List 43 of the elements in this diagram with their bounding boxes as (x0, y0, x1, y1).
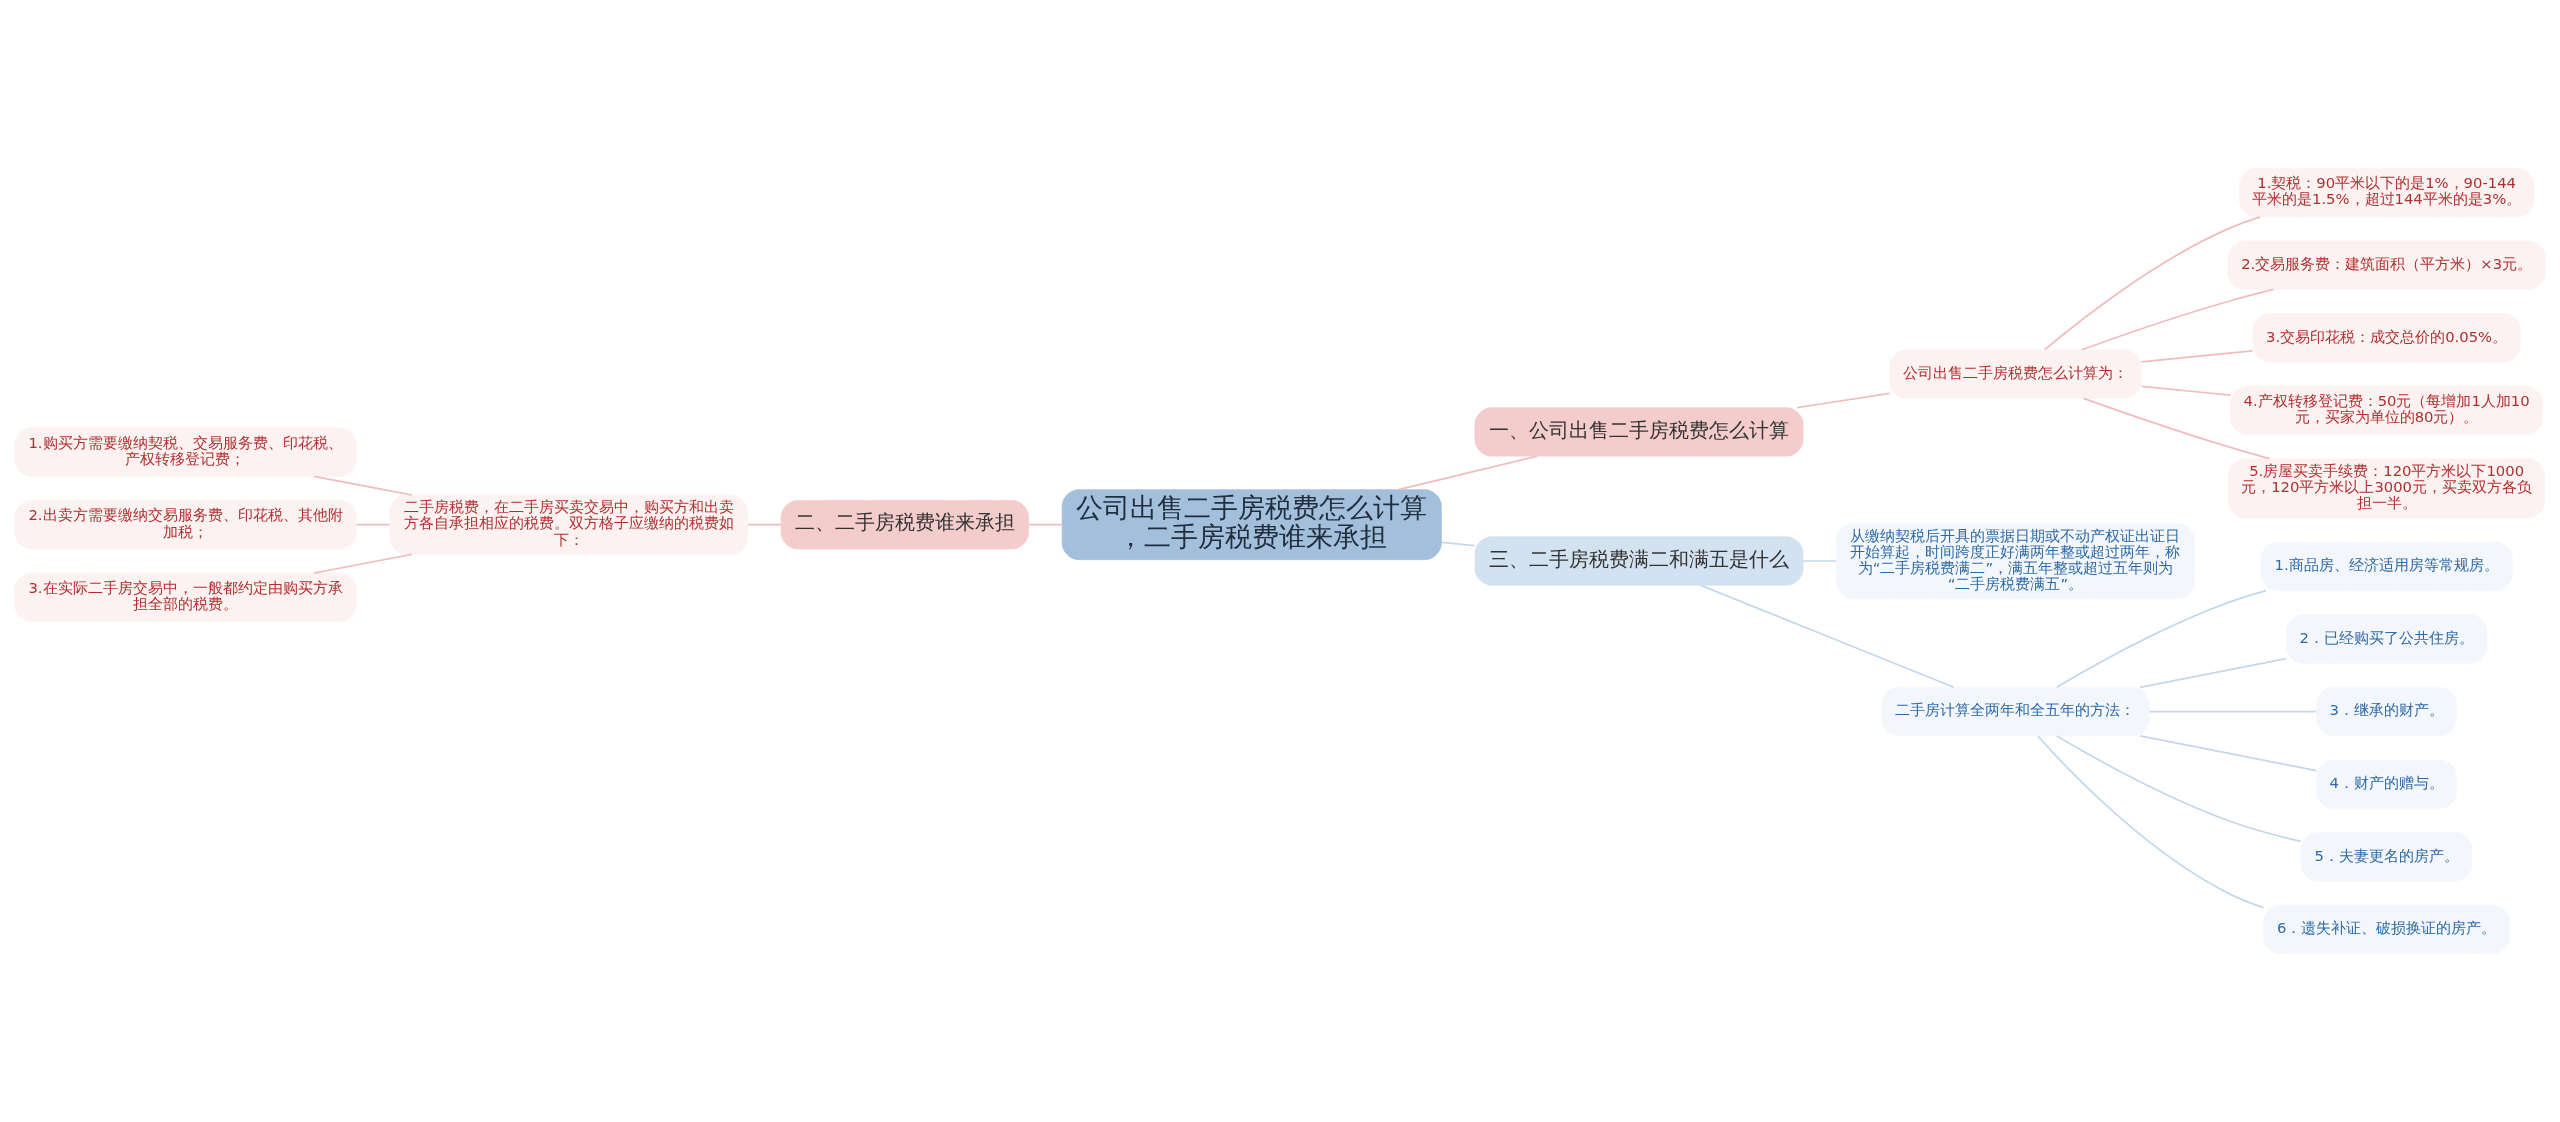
connector (2037, 735, 2265, 909)
connector (313, 553, 413, 574)
node-box: 公司出售二手房税费怎么计算，二手房税费谁来承担 (1061, 489, 1442, 561)
node-box: 2.交易服务费：建筑面积（平方米）×3元。 (2227, 240, 2546, 290)
connector (1028, 523, 1063, 526)
node-box: 5．夫妻更名的房产。 (2300, 832, 2473, 882)
connector (2043, 215, 2262, 351)
node-box: 3.交易印花税：成交总价的0.05%。 (2252, 313, 2521, 363)
node-box: 一、公司出售二手房税费怎么计算 (1474, 407, 1804, 457)
connector (1699, 584, 1955, 689)
connector (1802, 560, 1838, 562)
connector (2081, 288, 2275, 351)
node-box: 3.在实际二手房交易中，一般都约定由购买方承担全部的税费。 (14, 572, 357, 622)
node-box: 2.出卖方需要缴纳交易服务费、印花税、其他附加税； (14, 500, 357, 550)
connector (2139, 657, 2287, 689)
node-box: 4.产权转移登记费：50元（每增加1人加10元，买家为单位的80元）。 (2230, 385, 2543, 435)
node-box: 3．继承的财产。 (2316, 687, 2457, 737)
node-box: 1.商品房、经济适用房等常规房。 (2260, 541, 2513, 591)
node-box: 4．财产的赠与。 (2316, 759, 2457, 809)
connector (2055, 589, 2267, 689)
connector (313, 475, 413, 496)
connector (1440, 541, 1476, 547)
connector (2148, 710, 2318, 713)
node-box: 从缴纳契税后开具的票据日期或不动产权证出证日开始算起，时间跨度正好满两年整或超过两年，称为“二手房税费满二”，满五年整或超过五年则为“二手房税费满五”。 (1836, 522, 2195, 600)
connector (1397, 455, 1538, 491)
node-box: 二、二手房税费谁来承担 (780, 500, 1029, 550)
connector (2055, 735, 2302, 843)
node-box: 2．已经购买了公共住房。 (2286, 614, 2488, 664)
node-box: 三、二手房税费满二和满五是什么 (1474, 536, 1804, 586)
connector (2140, 350, 2254, 363)
connector (2082, 397, 2271, 460)
node-box: 6．遗失补证、破损换证的房产。 (2263, 904, 2511, 955)
node-box: 二手房计算全两年和全五年的方法： (1881, 687, 2150, 737)
node-box: 1.契税：90平米以下的是1%，90-144平米的是1.5%，超过144平米的是3%。 (2238, 167, 2535, 218)
node-box: 5.房屋买卖手续费：120平方米以下1000元，120平方米以上3000元，买卖双方各负担一半。 (2228, 458, 2545, 519)
connector (747, 523, 782, 526)
connector (2139, 735, 2318, 772)
node-box: 公司出售二手房税费怎么计算为： (1889, 349, 2142, 399)
connector (2140, 385, 2232, 397)
connector (355, 523, 391, 526)
node-box: 1.购买方需要缴纳契税、交易服务费、印花税、产权转移登记费； (14, 427, 357, 477)
node-box: 二手房税费，在二手房买卖交易中，购买方和出卖方各自承担相应的税费。双方格子应缴纳的税费如下： (389, 494, 748, 555)
connector (1796, 392, 1891, 409)
